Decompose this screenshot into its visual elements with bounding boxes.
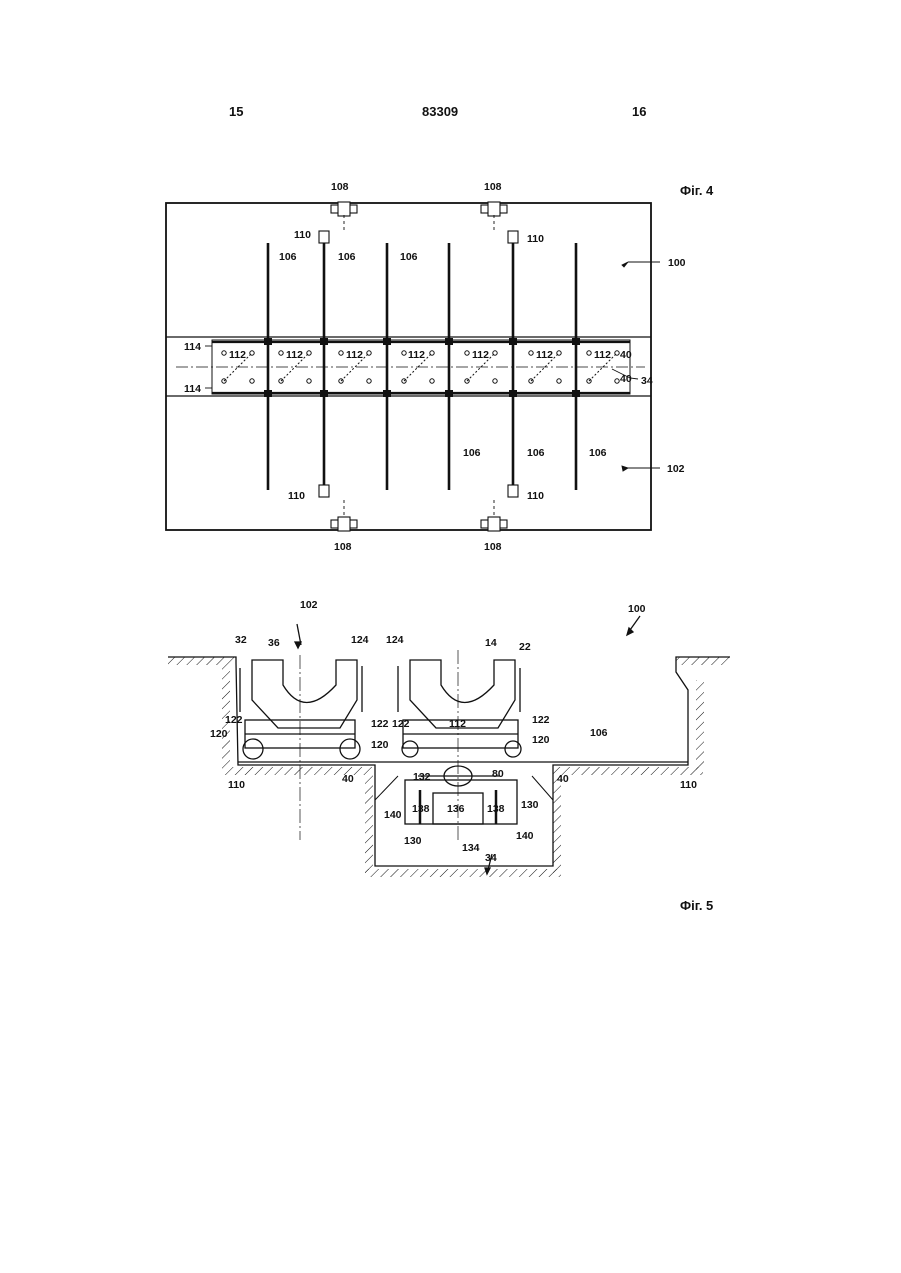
fig5-label-80: 80	[492, 768, 504, 780]
fig5-label-22: 22	[519, 641, 531, 653]
fig5-label-136: 136	[447, 803, 465, 815]
fig5-label-132: 132	[413, 771, 431, 783]
fig5-label-138: 138	[487, 803, 505, 815]
fig5-label-120: 120	[532, 734, 550, 746]
fig5-ladle-car-left	[252, 660, 357, 728]
fig5-label-112: 112	[449, 718, 466, 730]
fig5-wheel-120	[402, 741, 418, 757]
fig5-wheel-120	[505, 741, 521, 757]
fig5-label-110: 110	[228, 779, 245, 791]
fig5-label-124: 124	[351, 634, 369, 646]
fig5-label-122: 122	[392, 718, 410, 730]
fig5-label-40: 40	[557, 773, 569, 785]
fig5-label-34: 34	[485, 852, 497, 864]
fig5-label-124: 124	[386, 634, 404, 646]
fig5-label-102: 102	[300, 599, 318, 611]
fig5-label-14: 14	[485, 637, 497, 649]
fig5-label-106: 106	[590, 727, 608, 739]
fig5-guide-block-34	[405, 780, 517, 824]
fig5-label-130: 130	[521, 799, 539, 811]
fig5-label-122: 122	[225, 714, 243, 726]
fig5-wheel-120	[340, 739, 360, 759]
fig5-label-100: 100	[628, 603, 646, 615]
fig5-label-140: 140	[384, 809, 402, 821]
fig5-label-110: 110	[680, 779, 697, 791]
fig5-label-134: 134	[462, 842, 480, 854]
fig5-label-122: 122	[371, 718, 389, 730]
fig5-label-36: 36	[268, 637, 280, 649]
fig5-label-138: 138	[412, 803, 430, 815]
fig5-wheel-120	[243, 739, 263, 759]
fig5-label-140: 140	[516, 830, 534, 842]
fig5-label-120: 120	[210, 728, 228, 740]
fig5-label-130: 130	[404, 835, 422, 847]
fig5-label-122: 122	[532, 714, 550, 726]
fig5-label-120: 120	[371, 739, 389, 751]
fig5-label-40: 40	[342, 773, 354, 785]
fig5-label-32: 32	[235, 634, 247, 646]
